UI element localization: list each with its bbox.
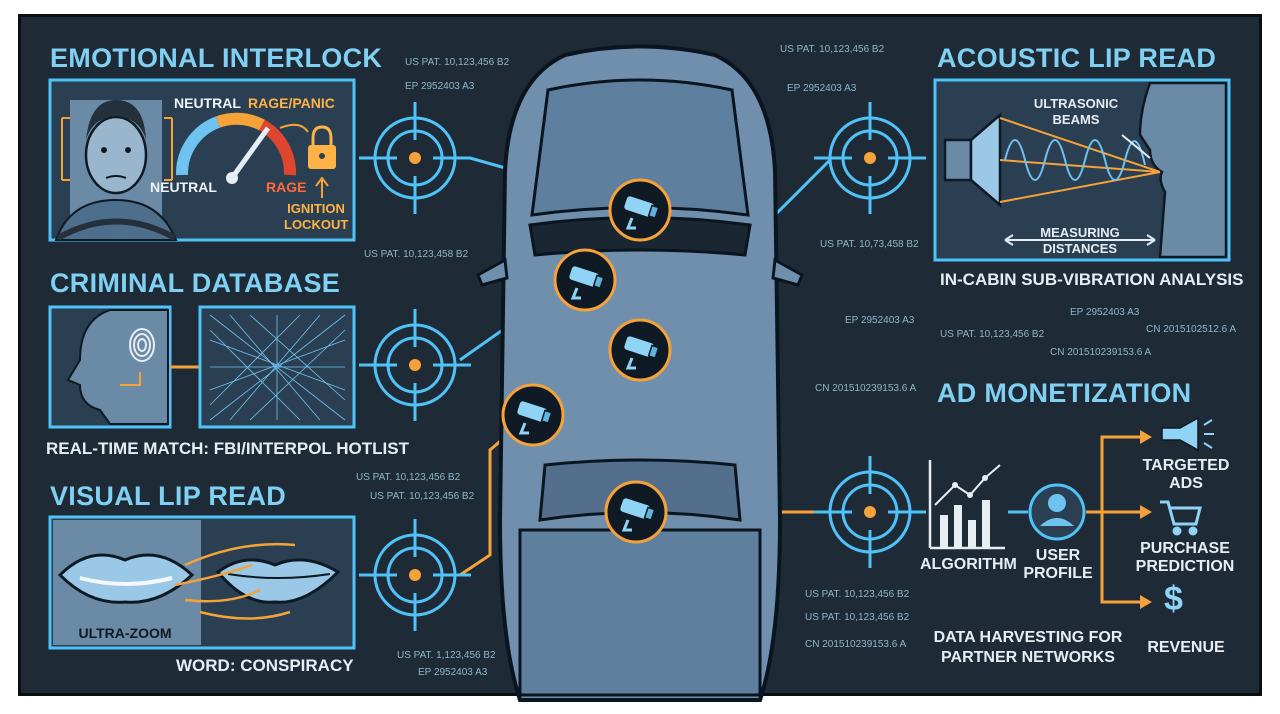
ad-flow [928,416,1214,609]
patent-number: US PAT. 10,123,456 B2 [940,329,1045,340]
patent-number: US PAT. 10,123,456 B2 [405,57,510,68]
ads-label: ADS [1169,475,1203,492]
emotional-interlock-title: EMOTIONAL INTERLOCK [50,43,383,73]
patent-number: US PAT. 10,123,456 B2 [805,589,910,600]
visual-lip-read-title: VISUAL LIP READ [50,481,287,511]
acoustic-panel [933,78,1231,262]
revenue-label: REVENUE [1147,639,1225,656]
criminal-panel [48,305,356,429]
camera-icon [553,248,617,312]
target-reticle-icon [357,517,473,633]
megaphone-icon [1161,416,1214,452]
speaker-icon [943,112,1002,208]
gauge-icon [176,112,297,184]
harvest-label-2: PARTNER NETWORKS [941,649,1115,666]
user-label: USER [1035,547,1081,564]
patent-number: CN 201510239153.6 A [1050,347,1152,358]
patent-number: EP 2952403 A3 [1070,307,1140,318]
patent-number: US PAT. 10,123,458 B2 [364,249,469,260]
visual-word-caption: WORD: CONSPIRACY [176,656,354,675]
patent-number: CN 201510239153.6 A [815,383,917,394]
camera-icon [604,480,668,544]
profile-label: PROFILE [1023,565,1093,582]
gauge-rage-panic-label: RAGE/PANIC [248,95,335,111]
patent-number: EP 2952403 A3 [787,83,857,94]
gauge-neutral-bottom-label: NEUTRAL [150,179,217,195]
padlock-icon [308,125,336,169]
patent-number: US PAT. 10,73,458 B2 [820,239,919,250]
patent-number: US PAT. 10,123,456 B2 [805,612,910,623]
criminal-database-title: CRIMINAL DATABASE [50,268,341,298]
driver-face-icon [54,100,178,241]
acoustic-caption: IN-CABIN SUB-VIBRATION ANALYSIS [940,270,1244,289]
camera-icon [501,383,565,447]
target-reticle-icon [812,454,928,570]
acoustic-lip-read-title: ACOUSTIC LIP READ [937,43,1217,73]
fingerprint-icon [129,328,155,362]
ad-monetization-title: AD MONETIZATION [937,378,1192,408]
harvest-label-1: DATA HARVESTING FOR [933,629,1123,646]
target-reticle-icon [357,100,473,216]
lips-icon [57,553,341,604]
dollar-icon: $ [1164,580,1183,618]
algorithm-label: ALGORITHM [920,556,1017,573]
patent-number: EP 2952403 A3 [418,667,488,678]
purchase-label: PURCHASE [1140,540,1230,557]
measuring-label: MEASURING [1040,225,1120,240]
emotional-panel [48,78,356,242]
camera-icon [608,178,672,242]
patent-number: CN 2015102512.6 A [1146,324,1237,335]
ultrasonic-label: ULTRASONIC [1033,96,1119,111]
patent-number: US PAT. 10,123,456 B2 [356,472,461,483]
camera-icon [608,318,672,382]
network-graph-icon [209,314,346,421]
visual-lip-panel [48,515,356,650]
target-reticle-icon [812,100,928,216]
lockout-label: LOCKOUT [284,217,349,232]
user-profile-icon [1028,483,1086,541]
prediction-label: PREDICTION [1135,558,1235,575]
patent-number: EP 2952403 A3 [845,315,915,326]
shopping-cart-icon [1160,500,1202,536]
patent-number: US PAT. 1,123,456 B2 [397,650,496,661]
gauge-neutral-top-label: NEUTRAL [174,95,241,111]
target-reticle-icon [357,307,473,423]
criminal-database-caption: REAL-TIME MATCH: FBI/INTERPOL HOTLIST [46,439,409,458]
beams-label: BEAMS [1052,112,1100,127]
targeted-label: TARGETED [1142,457,1230,474]
gauge-rage-label: RAGE [266,179,307,195]
patent-number: US PAT. 10,123,456 B2 [780,44,885,55]
ignition-label: IGNITION [287,201,345,216]
patent-number: US PAT. 10,123,456 B2 [370,491,475,502]
patent-number: EP 2952403 A3 [405,81,475,92]
ultra-zoom-label: ULTRA-ZOOM [78,625,172,641]
algorithm-chart-icon [928,460,1005,550]
distances-label: DISTANCES [1042,241,1118,256]
patent-number: CN 201510239153.6 A [805,639,907,650]
